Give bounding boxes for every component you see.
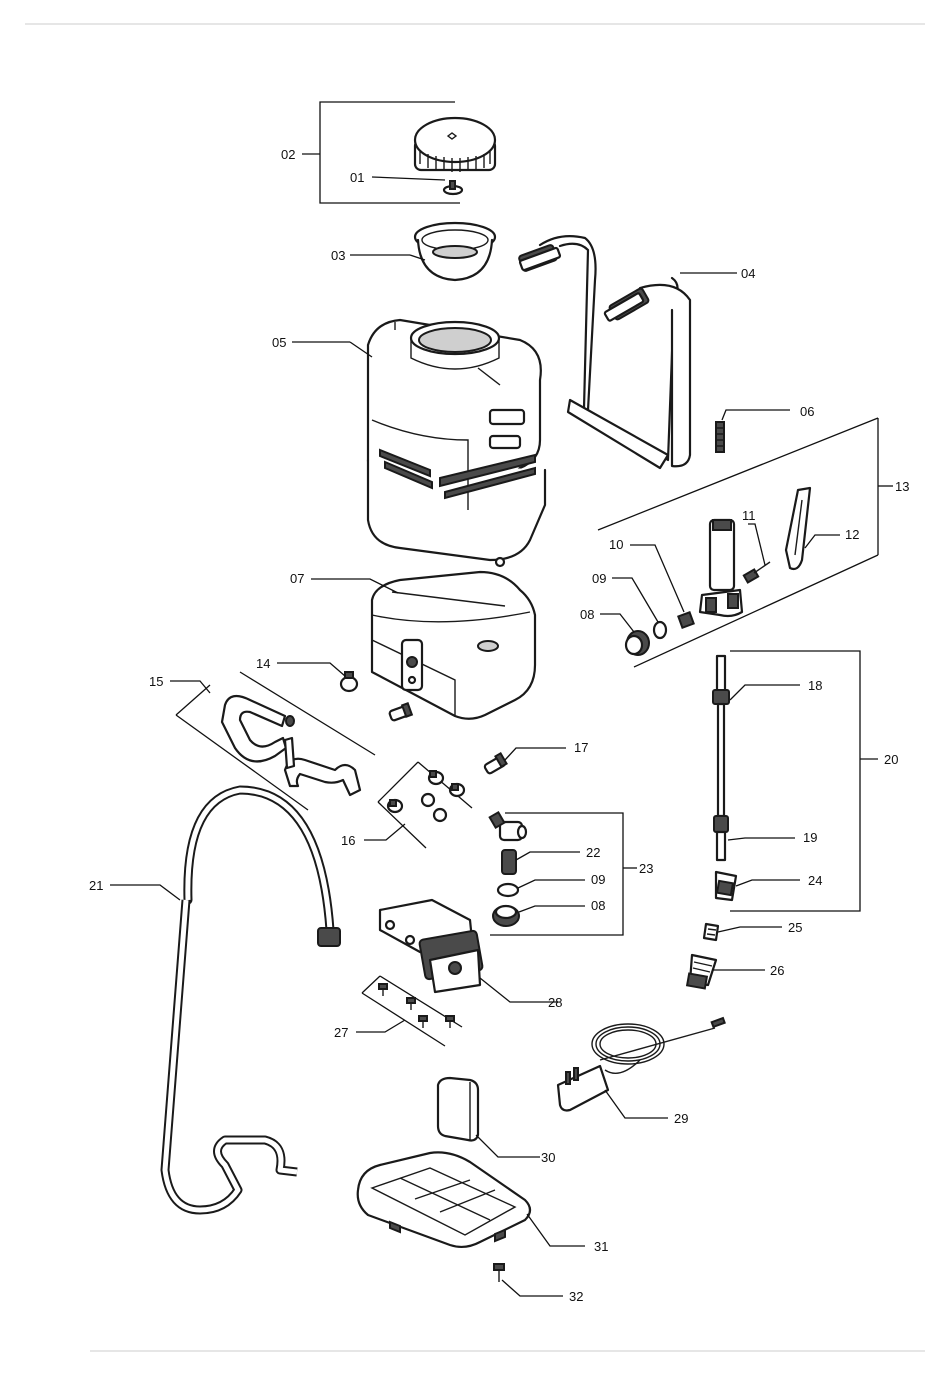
callout-15: 15 bbox=[149, 674, 163, 689]
callout-06: 06 bbox=[800, 404, 814, 419]
callout-04: 04 bbox=[741, 266, 755, 281]
callout-23: 23 bbox=[639, 861, 653, 876]
callout-26: 26 bbox=[770, 963, 784, 978]
clips-set bbox=[388, 771, 464, 821]
callout-29: 29 bbox=[674, 1111, 688, 1126]
callout-19: 19 bbox=[803, 830, 817, 845]
leader-29 bbox=[605, 1090, 668, 1118]
nozzle-tip bbox=[704, 924, 718, 940]
battery-pack bbox=[438, 1078, 478, 1140]
pump-knob bbox=[626, 631, 649, 655]
bracket-20 bbox=[730, 651, 878, 911]
leader-16 bbox=[364, 824, 405, 840]
tee-fitting bbox=[490, 812, 526, 840]
callout-27: 27 bbox=[334, 1025, 348, 1040]
callout-11: 11 bbox=[742, 508, 756, 523]
leader-10 bbox=[630, 545, 684, 612]
callout-25: 25 bbox=[788, 920, 802, 935]
callout-28: 28 bbox=[548, 995, 562, 1010]
leader-08b bbox=[519, 906, 585, 912]
o-ring-pump bbox=[498, 884, 518, 896]
leader-28 bbox=[480, 978, 558, 1002]
nozzle-adapter bbox=[716, 872, 736, 900]
callout-24: 24 bbox=[808, 873, 822, 888]
tank-body bbox=[368, 320, 545, 566]
leader-22 bbox=[516, 852, 580, 860]
fitting bbox=[389, 703, 412, 721]
leader-25 bbox=[718, 927, 782, 932]
leader-12 bbox=[805, 535, 840, 548]
leader-08a bbox=[600, 614, 634, 632]
leader-30 bbox=[476, 1135, 540, 1157]
callout-08a: 08 bbox=[580, 607, 594, 622]
adjustable-nozzle bbox=[687, 955, 716, 988]
callout-09a: 09 bbox=[592, 571, 606, 586]
callout-21: 21 bbox=[89, 878, 103, 893]
callout-10: 10 bbox=[609, 537, 623, 552]
leader-15 bbox=[170, 681, 210, 693]
spring bbox=[678, 612, 693, 627]
callout-12: 12 bbox=[845, 527, 859, 542]
callout-05: 05 bbox=[272, 335, 286, 350]
tray-screw bbox=[494, 1264, 504, 1282]
pump-motor bbox=[380, 900, 483, 992]
callout-16: 16 bbox=[341, 833, 355, 848]
pump-cap bbox=[493, 906, 519, 926]
callout-17: 17 bbox=[574, 740, 588, 755]
callout-22: 22 bbox=[586, 845, 600, 860]
connector bbox=[484, 753, 507, 774]
callout-08b: 08 bbox=[591, 898, 605, 913]
pump-housing bbox=[372, 572, 535, 719]
o-ring bbox=[654, 622, 666, 638]
leader-18 bbox=[730, 685, 800, 700]
leader-19 bbox=[728, 838, 795, 840]
callout-18: 18 bbox=[808, 678, 822, 693]
leader-09b bbox=[518, 880, 585, 888]
leader-14 bbox=[277, 663, 345, 676]
leader-11 bbox=[748, 524, 765, 565]
callout-20: 20 bbox=[884, 752, 898, 767]
leader-32 bbox=[502, 1280, 563, 1296]
screw bbox=[744, 562, 770, 582]
leader-01 bbox=[372, 177, 445, 180]
pump-lever bbox=[786, 488, 810, 569]
tank-lid bbox=[415, 118, 495, 172]
base-tray bbox=[358, 1152, 530, 1247]
internal-hose-a bbox=[222, 696, 294, 761]
spray-hose bbox=[165, 790, 340, 1210]
callout-07: 07 bbox=[290, 571, 304, 586]
callout-13: 13 bbox=[895, 479, 909, 494]
callout-02: 02 bbox=[281, 147, 295, 162]
callout-31: 31 bbox=[594, 1239, 608, 1254]
callout-14: 14 bbox=[256, 656, 270, 671]
leader-27 bbox=[356, 1020, 405, 1032]
callout-03: 03 bbox=[331, 248, 345, 263]
valve-body bbox=[700, 520, 742, 616]
callout-09b: 09 bbox=[591, 872, 605, 887]
battery-charger bbox=[558, 1018, 725, 1110]
vent-valve bbox=[444, 181, 462, 194]
leader-21 bbox=[110, 885, 180, 900]
callout-01: 01 bbox=[350, 170, 364, 185]
spray-wand bbox=[713, 656, 729, 860]
leader-17 bbox=[505, 748, 566, 760]
leader-06 bbox=[722, 410, 790, 420]
leader-31 bbox=[527, 1214, 585, 1246]
filter-screen bbox=[502, 850, 516, 874]
filter-basket bbox=[415, 223, 495, 280]
spring-pin bbox=[716, 422, 724, 452]
internal-hose-b bbox=[285, 738, 360, 795]
callout-30: 30 bbox=[541, 1150, 555, 1165]
callout-32: 32 bbox=[569, 1289, 583, 1304]
leader-24 bbox=[736, 880, 800, 886]
shoulder-harness bbox=[518, 236, 690, 468]
leader-09a bbox=[612, 578, 658, 622]
